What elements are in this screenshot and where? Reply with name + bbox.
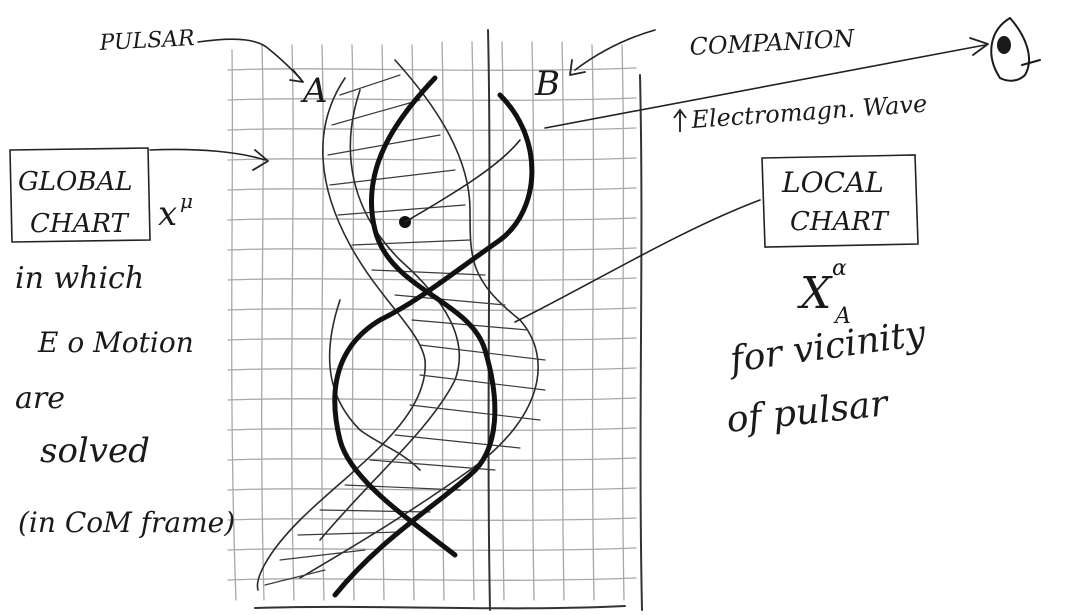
eom-line4: solved	[40, 431, 150, 471]
local-chart-box: LOCAL CHART	[762, 155, 918, 247]
point-a-label: A	[300, 71, 328, 111]
pulsar-label: PULSAR	[98, 26, 195, 56]
global-coord: x	[158, 194, 177, 234]
global-coord-index: μ	[180, 189, 193, 213]
eom-line2: E o Motion	[37, 326, 194, 359]
global-chart-line1: GLOBAL	[18, 167, 133, 197]
vicinity-line1: for vicinity	[725, 313, 929, 381]
global-chart-frame	[255, 30, 642, 610]
companion-label: COMPANION	[689, 24, 856, 61]
eom-line5: (in CoM frame)	[18, 506, 235, 539]
eye-icon	[991, 18, 1040, 81]
global-chart-box: GLOBAL CHART	[10, 148, 150, 242]
local-chart-line2: CHART	[790, 207, 889, 237]
arrow-up-icon	[674, 110, 686, 132]
eom-line3: are	[15, 381, 65, 416]
global-chart-line2: CHART	[30, 209, 129, 239]
local-chart-line1: LOCAL	[781, 166, 884, 199]
local-coord-sup: α	[832, 256, 847, 281]
eom-line1: in which	[15, 261, 144, 296]
global-chart-grid	[228, 42, 636, 600]
arrow-icon	[253, 150, 268, 170]
local-coord: X	[797, 268, 833, 319]
vicinity-line2: of pulsar	[725, 383, 892, 441]
wave-label: Electromagn. Wave	[689, 90, 928, 134]
point-b-label: B	[534, 64, 560, 104]
